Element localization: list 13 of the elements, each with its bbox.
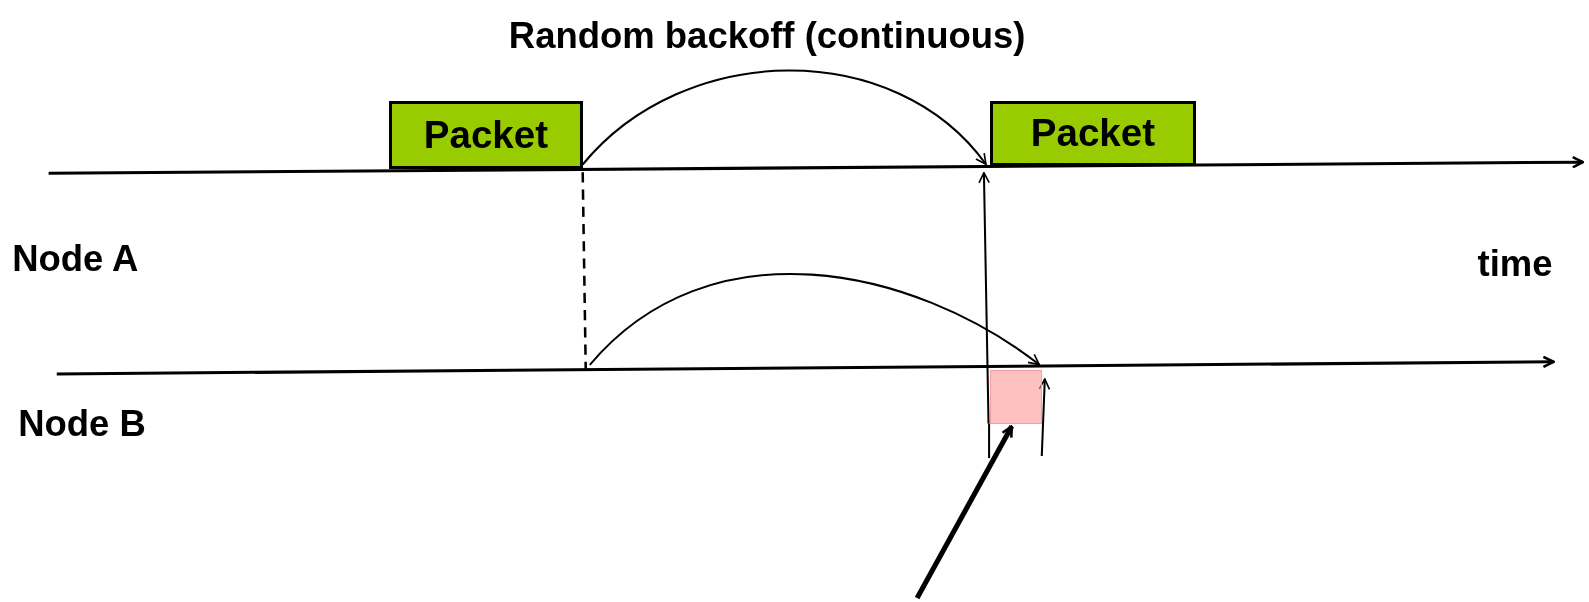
pointer-arrow [589, 273, 1040, 366]
node-label: Node B [18, 406, 146, 443]
packet-box [990, 101, 1196, 167]
pointer-arrow [914, 425, 1014, 600]
highlight-box [990, 369, 1042, 424]
packet-box [389, 101, 583, 170]
node-label: Node A [12, 241, 139, 278]
packet-label: Packet [1030, 114, 1155, 153]
arrow [581, 69, 987, 166]
axis-label: time [1477, 246, 1553, 283]
edge-label: Random backoff (continuous) [508, 18, 1026, 55]
packet-label: Packet [423, 116, 548, 155]
arrow [978, 171, 990, 424]
